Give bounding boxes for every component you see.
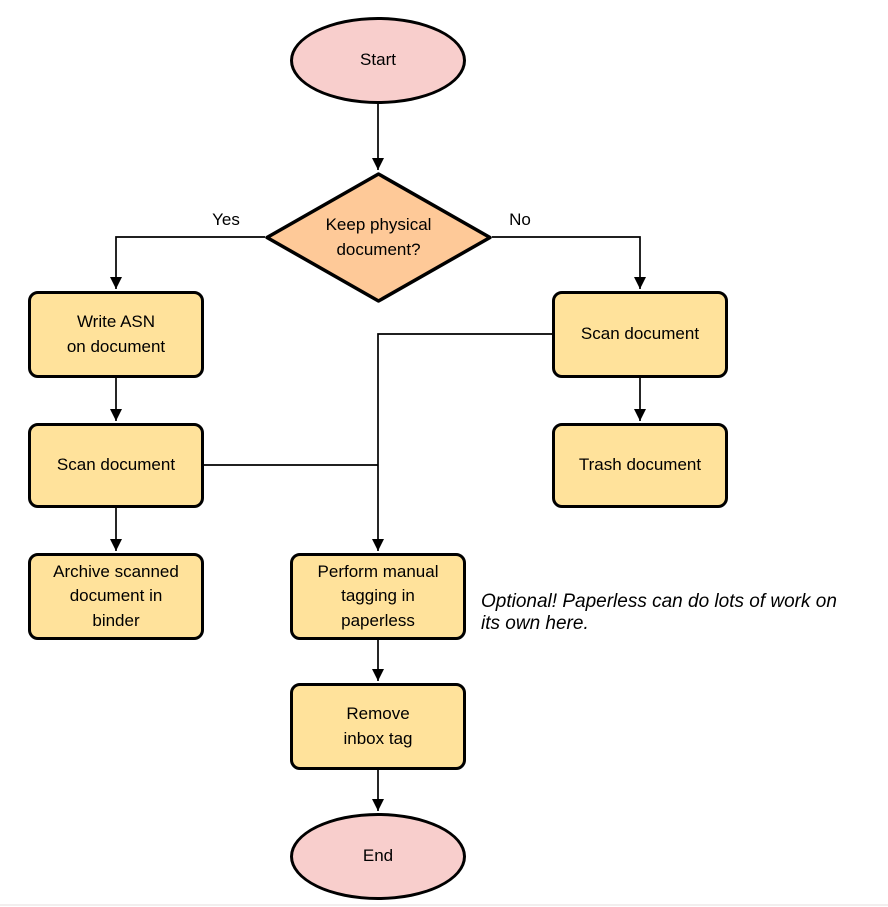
node-decision-label: Keep physical document? xyxy=(325,214,432,259)
node-archive-scanned-document: Archive scanned document in binder xyxy=(28,553,204,640)
edge-decision-yes-to-write-asn xyxy=(110,236,265,289)
node-remove-inbox-label: Remove inbox tag xyxy=(343,703,413,748)
node-end: End xyxy=(290,813,466,900)
edge-label-yes: Yes xyxy=(212,210,240,229)
node-write-asn-label: Write ASN on document xyxy=(66,311,166,356)
edge-decision-no-to-scan-right xyxy=(492,236,646,289)
page-bottom-edge xyxy=(0,904,888,906)
node-write-asn-on-document: Write ASN on document xyxy=(28,291,204,378)
node-perform-manual-tagging: Perform manual tagging in paperless xyxy=(290,553,466,640)
node-trash-label: Trash document xyxy=(578,455,702,475)
node-scan-document-left: Scan document xyxy=(28,423,204,508)
diamond-shape xyxy=(265,172,492,303)
node-start-label: Start xyxy=(360,50,396,70)
node-end-label: End xyxy=(362,846,394,866)
node-decision-keep-physical-document: Keep physical document? xyxy=(265,172,492,303)
edge-scan-right-to-tagging xyxy=(372,333,552,551)
annotation-optional-paperless: Optional! Paperless can do lots of work … xyxy=(481,591,837,635)
node-tagging-label: Perform manual tagging in paperless xyxy=(317,561,439,630)
node-remove-inbox-tag: Remove inbox tag xyxy=(290,683,466,770)
node-trash-document: Trash document xyxy=(552,423,728,508)
node-scan-right-label: Scan document xyxy=(580,324,700,344)
edge-label-no: No xyxy=(509,210,531,229)
node-scan-left-label: Scan document xyxy=(56,455,176,475)
node-start: Start xyxy=(290,17,466,104)
node-archive-label: Archive scanned document in binder xyxy=(53,561,179,630)
node-scan-document-right: Scan document xyxy=(552,291,728,378)
